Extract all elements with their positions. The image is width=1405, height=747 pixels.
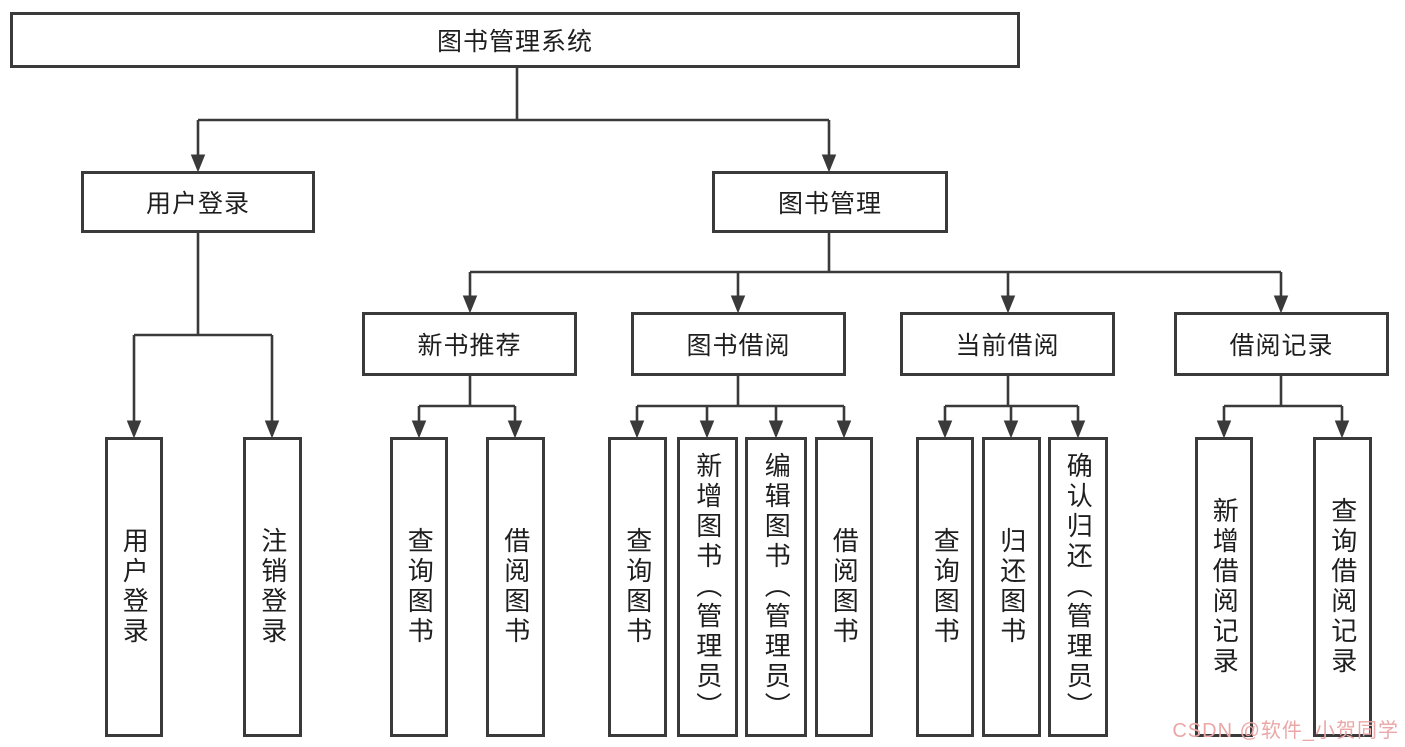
- connector-borrow-record-branch: [1216, 376, 1350, 439]
- connector-book-borrow-branch: [629, 376, 852, 439]
- node-user-login-label: 用户登录: [145, 190, 250, 218]
- leaf-confirm-return-admin: 确认归还（管理员）: [1048, 437, 1108, 737]
- leaf-return-book: 归还图书: [982, 437, 1041, 737]
- node-new-book-recommend-label: 新书推荐: [417, 332, 522, 360]
- node-current-borrow-label: 当前借阅: [955, 332, 1060, 360]
- leaf-borrow-query-book: 查询图书: [608, 437, 667, 737]
- connector-user-login-branch: [126, 233, 280, 439]
- leaf-add-borrow-record-label: 新增借阅记录: [1209, 497, 1240, 677]
- leaf-query-borrow-record: 查询借阅记录: [1313, 437, 1372, 737]
- leaf-logout-login-label: 注销登录: [257, 527, 288, 647]
- leaf-current-query-book-label: 查询图书: [930, 527, 961, 647]
- leaf-recommend-borrow-book-label: 借阅图书: [500, 527, 531, 647]
- node-borrow-record: 借阅记录: [1174, 312, 1389, 376]
- node-root-label: 图书管理系统: [436, 28, 593, 56]
- node-borrow-record-label: 借阅记录: [1229, 332, 1334, 360]
- leaf-edit-book-admin: 编辑图书（管理员）: [745, 437, 807, 737]
- connector-new-book-recommend-branch: [411, 376, 523, 439]
- leaf-recommend-query-book-label: 查询图书: [404, 527, 435, 647]
- node-user-login: 用户登录: [81, 171, 315, 233]
- leaf-add-book-admin: 新增图书（管理员）: [677, 437, 738, 737]
- watermark: CSDN @软件_小贺同学: [1172, 720, 1399, 742]
- leaf-recommend-query-book: 查询图书: [390, 437, 448, 737]
- leaf-borrow-query-book-label: 查询图书: [622, 527, 653, 647]
- node-new-book-recommend: 新书推荐: [362, 312, 577, 376]
- leaf-user-login: 用户登录: [105, 437, 163, 737]
- leaf-edit-book-admin-label: 编辑图书（管理员）: [761, 452, 792, 722]
- node-book-borrow: 图书借阅: [631, 312, 846, 376]
- connector-book-management-branch: [462, 233, 1289, 314]
- connector-root-to-level2: [190, 68, 837, 173]
- leaf-add-borrow-record: 新增借阅记录: [1195, 437, 1253, 737]
- leaf-logout-login: 注销登录: [243, 437, 302, 737]
- connector-current-borrow-branch: [937, 376, 1086, 439]
- node-book-borrow-label: 图书借阅: [686, 332, 791, 360]
- leaf-borrow-book-label: 借阅图书: [829, 527, 860, 647]
- node-root: 图书管理系统: [10, 12, 1020, 68]
- leaf-user-login-label: 用户登录: [119, 527, 150, 647]
- leaf-borrow-book: 借阅图书: [815, 437, 873, 737]
- node-current-borrow: 当前借阅: [900, 312, 1115, 376]
- leaf-current-query-book: 查询图书: [916, 437, 974, 737]
- leaf-confirm-return-admin-label: 确认归还（管理员）: [1063, 452, 1094, 722]
- leaf-recommend-borrow-book: 借阅图书: [486, 437, 545, 737]
- node-book-management: 图书管理: [712, 171, 948, 233]
- node-book-management-label: 图书管理: [777, 190, 882, 218]
- leaf-return-book-label: 归还图书: [996, 527, 1027, 647]
- leaf-query-borrow-record-label: 查询借阅记录: [1327, 497, 1358, 677]
- leaf-add-book-admin-label: 新增图书（管理员）: [692, 452, 723, 722]
